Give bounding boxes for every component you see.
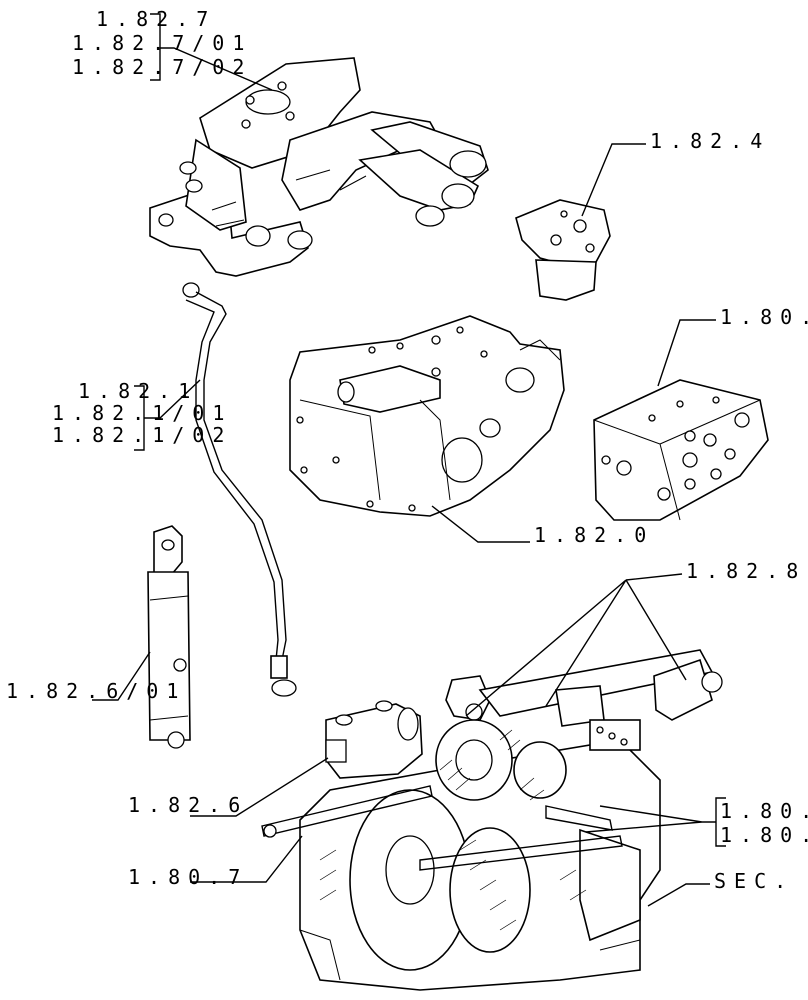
leader-pipe bbox=[134, 379, 201, 451]
hydraulic-pump bbox=[325, 700, 423, 779]
label-lift-housing: 1.82.0 bbox=[534, 523, 654, 547]
label-pipe-c: 1.82.1/02 bbox=[52, 423, 232, 447]
label-valve-block: 1.80. bbox=[720, 305, 808, 329]
leader-valve-block bbox=[657, 319, 716, 387]
leader-section bbox=[647, 883, 710, 907]
lift-housing bbox=[289, 315, 565, 517]
label-section: SEC. bbox=[714, 869, 794, 893]
leader-lift-housing bbox=[431, 505, 530, 543]
label-control-valve-b: 1.82.7/01 bbox=[72, 31, 252, 55]
leader-cylinder bbox=[92, 651, 151, 701]
reference-labels: 1.82.7 1.82.7/01 1.82.7/02 1.82.4 1.80. … bbox=[6, 7, 808, 907]
label-pipe-b: 1.82.1/01 bbox=[52, 401, 232, 425]
label-gear-a: 1.80. bbox=[720, 799, 808, 823]
label-control-valve-c: 1.82.7/02 bbox=[72, 55, 252, 79]
leader-gear bbox=[585, 797, 726, 847]
leader-pump bbox=[190, 757, 329, 817]
leader-lift-arms bbox=[465, 573, 687, 717]
label-lift-arms: 1.82.8 bbox=[686, 559, 806, 583]
leader-relief-valve bbox=[581, 143, 646, 217]
valve-block bbox=[593, 379, 769, 521]
label-pipe-a: 1.82.1 bbox=[78, 379, 198, 403]
label-shaft: 1.80.7 bbox=[128, 865, 248, 889]
control-valve-assembly bbox=[149, 57, 489, 277]
hydraulic-pipe bbox=[182, 282, 297, 697]
label-relief-valve: 1.82.4 bbox=[650, 129, 770, 153]
leader-shaft bbox=[190, 835, 303, 883]
label-control-valve-a: 1.82.7 bbox=[96, 7, 216, 31]
leader-control-valve bbox=[150, 13, 273, 91]
label-pump: 1.82.6 bbox=[128, 793, 248, 817]
label-cylinder: 1.82.6/01 bbox=[6, 679, 186, 703]
label-gear-b: 1.80. bbox=[720, 823, 808, 847]
relief-valve bbox=[515, 199, 611, 301]
transmission-section bbox=[261, 719, 661, 991]
lift-cylinder bbox=[147, 525, 191, 749]
lift-arms bbox=[445, 649, 723, 727]
